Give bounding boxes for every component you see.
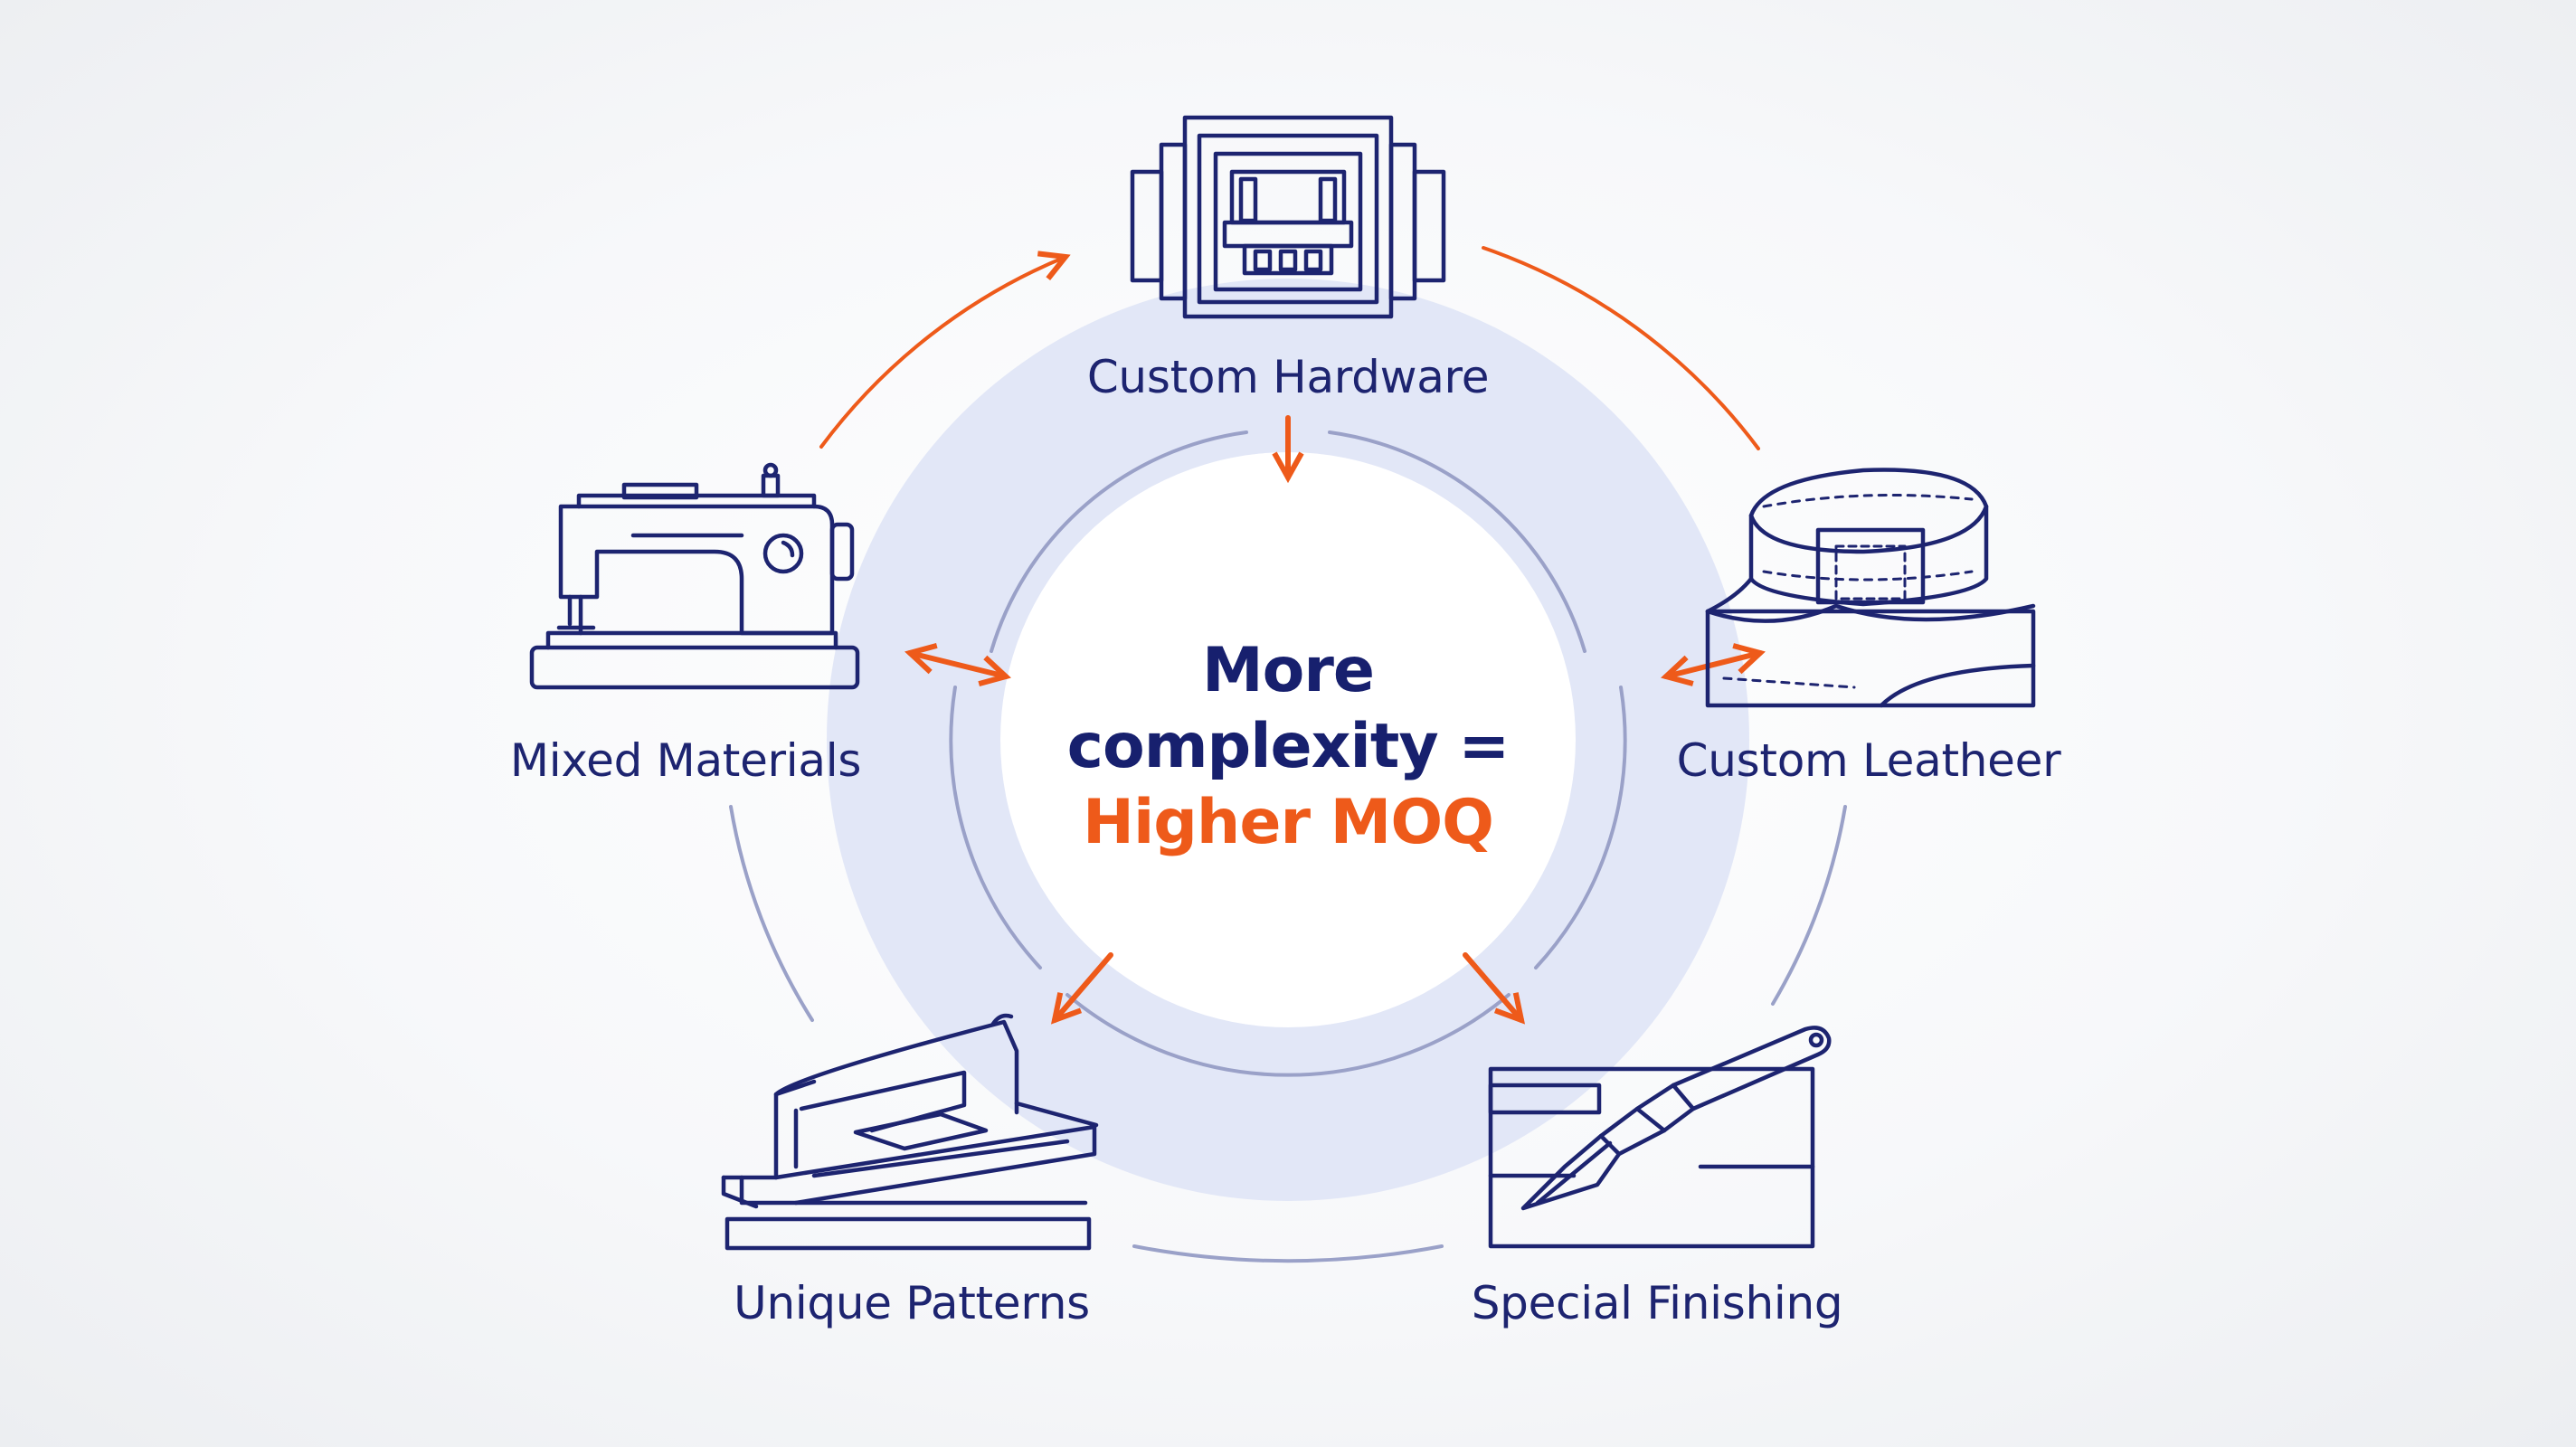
node-label-custom-leather: Custom Leatheer (1676, 734, 2061, 787)
craft-knife-icon (1488, 1026, 1832, 1249)
center-message: More complexity = Higher MOQ (1066, 633, 1511, 861)
influence-arrows (910, 415, 1760, 1020)
outer-ring (729, 246, 1847, 1263)
sewing-machine-icon (529, 462, 860, 690)
center-disc (1000, 452, 1576, 1027)
center-line-1: More (1201, 635, 1375, 706)
inner-ring (949, 430, 1627, 1077)
center-line-2: complexity = (1066, 711, 1511, 782)
node-label-special-finishing: Special Finishing (1471, 1277, 1843, 1329)
node-label-custom-hardware: Custom Hardware (1086, 351, 1490, 403)
node-label-mixed-materials: Mixed Materials (509, 734, 862, 787)
center-line-3: Higher MOQ (1083, 787, 1494, 858)
node-label-unique-patterns: Unique Patterns (734, 1277, 1090, 1329)
pattern-cutter-icon (721, 1013, 1099, 1251)
buckle-hardware-icon (1130, 115, 1446, 319)
leather-strap-icon (1705, 468, 2036, 708)
